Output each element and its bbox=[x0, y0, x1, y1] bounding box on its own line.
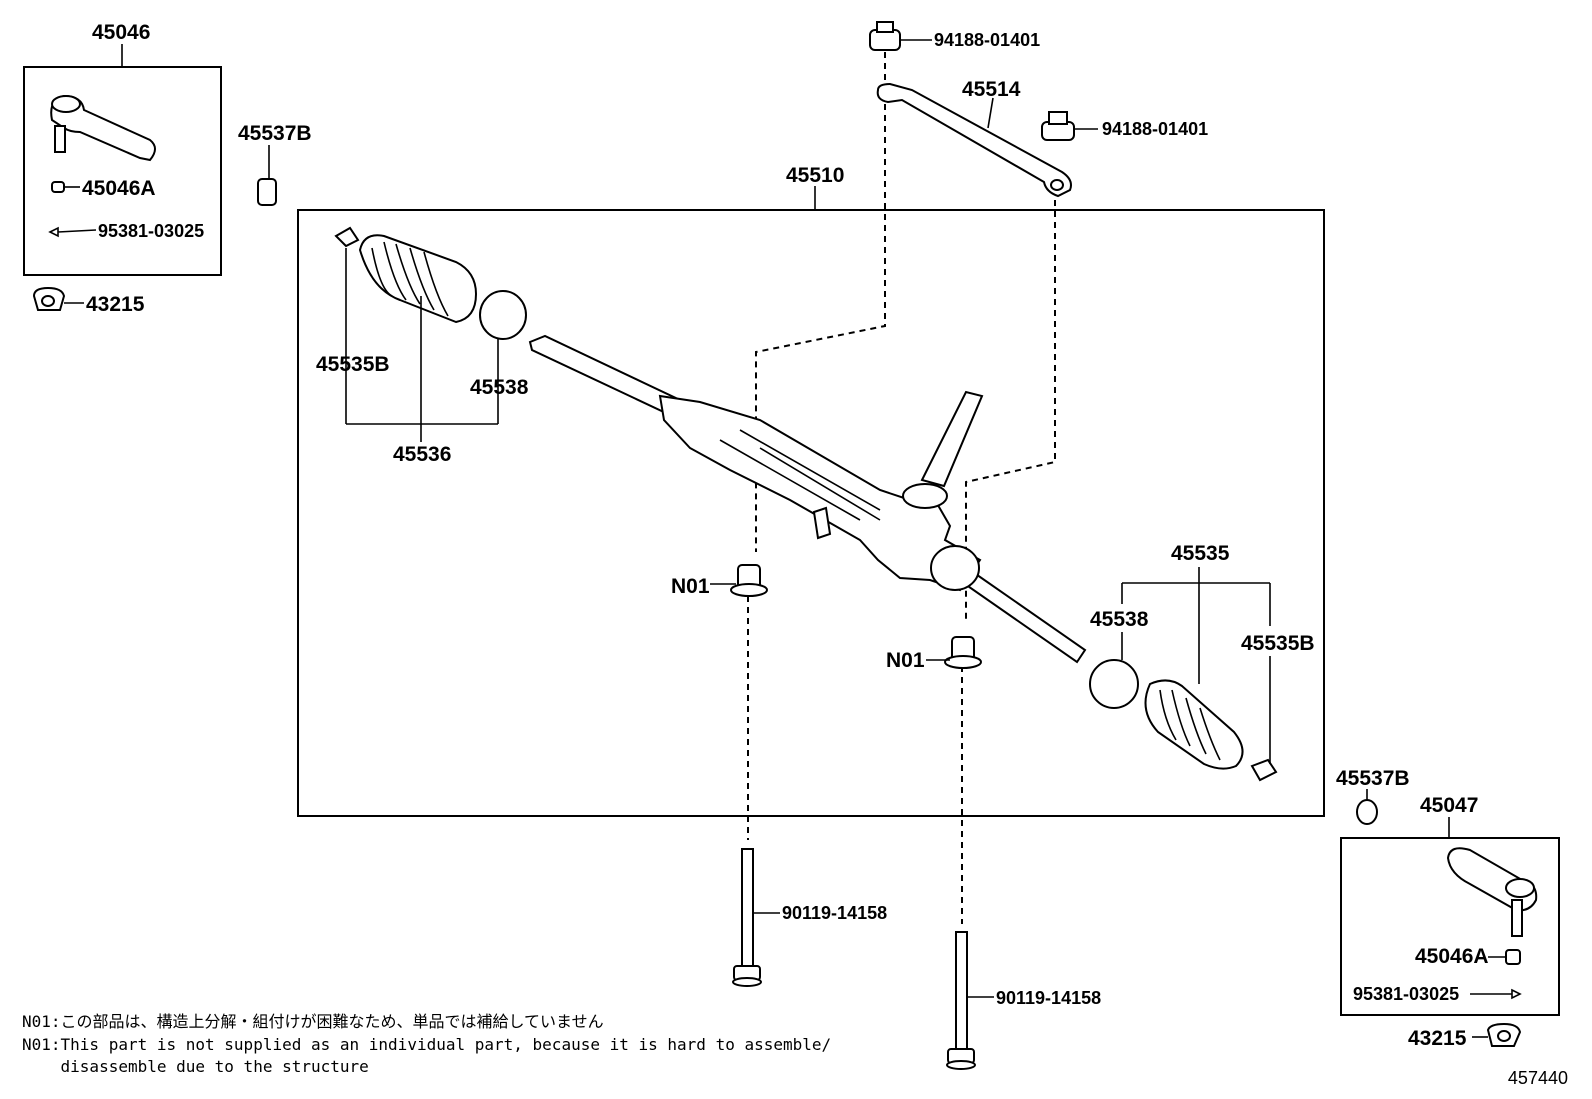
cotter-pin-right-icon bbox=[1505, 949, 1521, 965]
nut-94188-top-icon bbox=[869, 21, 901, 51]
tie-rod-end-right-icon bbox=[1446, 847, 1538, 937]
tie-rod-end-left-icon bbox=[50, 94, 156, 162]
label-45510: 45510 bbox=[786, 164, 844, 187]
pin-left-icon bbox=[48, 226, 97, 238]
label-45535: 45535 bbox=[1171, 542, 1230, 565]
label-45514: 45514 bbox=[962, 78, 1021, 101]
figure-number: 457440 bbox=[1507, 1068, 1568, 1088]
label-45538-left: 45538 bbox=[470, 376, 529, 399]
label-95381-bottom: 95381-03025 bbox=[1353, 984, 1459, 1004]
label-45535B-left: 45535B bbox=[316, 353, 390, 376]
label-n01-left: N01 bbox=[671, 575, 710, 598]
label-95381-top: 95381-03025 bbox=[98, 221, 204, 241]
clip-left-icon bbox=[479, 290, 527, 340]
label-43215-top: 43215 bbox=[86, 293, 145, 316]
bushing-45537B-top-icon bbox=[257, 178, 277, 206]
note-english-line1: N01:This part is not supplied as an indi… bbox=[22, 1035, 832, 1054]
bolt-90119-right-icon bbox=[946, 931, 976, 1070]
label-45536: 45536 bbox=[393, 443, 451, 466]
nut-94188-right-icon bbox=[1041, 111, 1075, 141]
label-45535B-right: 45535B bbox=[1241, 632, 1315, 655]
label-45537B-bottom: 45537B bbox=[1336, 767, 1410, 790]
boot-right-icon bbox=[1144, 679, 1244, 770]
clamp-right-icon bbox=[1250, 758, 1278, 782]
nut-43215-right-icon bbox=[1486, 1022, 1522, 1047]
bushing-n01-left-icon bbox=[730, 564, 768, 597]
label-43215-bottom: 43215 bbox=[1408, 1027, 1467, 1050]
label-90119-b: 90119-14158 bbox=[996, 988, 1101, 1008]
label-45538-right: 45538 bbox=[1090, 608, 1149, 631]
steering-rack-icon bbox=[528, 334, 1087, 664]
bushing-45537B-bottom-icon bbox=[1356, 799, 1378, 825]
boot-left-icon bbox=[358, 234, 478, 324]
tie-rod-end-left-frame bbox=[23, 66, 222, 276]
label-45537B-top: 45537B bbox=[238, 122, 312, 145]
label-94188-b: 94188-01401 bbox=[1102, 119, 1208, 139]
label-90119-a: 90119-14158 bbox=[782, 903, 887, 923]
label-45046A-bottom: 45046A bbox=[1415, 945, 1489, 968]
pin-right-icon bbox=[1470, 988, 1522, 1000]
clamp-left-icon bbox=[334, 226, 360, 248]
note-english-line2: disassemble due to the structure bbox=[22, 1057, 369, 1076]
label-n01-right: N01 bbox=[886, 649, 925, 672]
label-45046: 45046 bbox=[92, 21, 150, 44]
label-45046A-top: 45046A bbox=[82, 177, 156, 200]
note-japanese: N01:この部品は、構造上分解・組付けが困難なため、単品では補給していません bbox=[22, 1012, 604, 1031]
bushing-n01-right-icon bbox=[944, 636, 982, 669]
bolt-90119-left-icon bbox=[732, 848, 762, 987]
bracket-45514-icon bbox=[876, 82, 1072, 198]
tie-rod-end-right-frame bbox=[1340, 837, 1560, 1016]
label-45047: 45047 bbox=[1420, 794, 1478, 817]
clip-right-icon bbox=[1089, 659, 1139, 709]
rack-assembly-frame bbox=[297, 209, 1325, 817]
label-94188-a: 94188-01401 bbox=[934, 30, 1040, 50]
cotter-pin-left-icon bbox=[51, 181, 65, 193]
nut-43215-left-icon bbox=[32, 286, 66, 311]
